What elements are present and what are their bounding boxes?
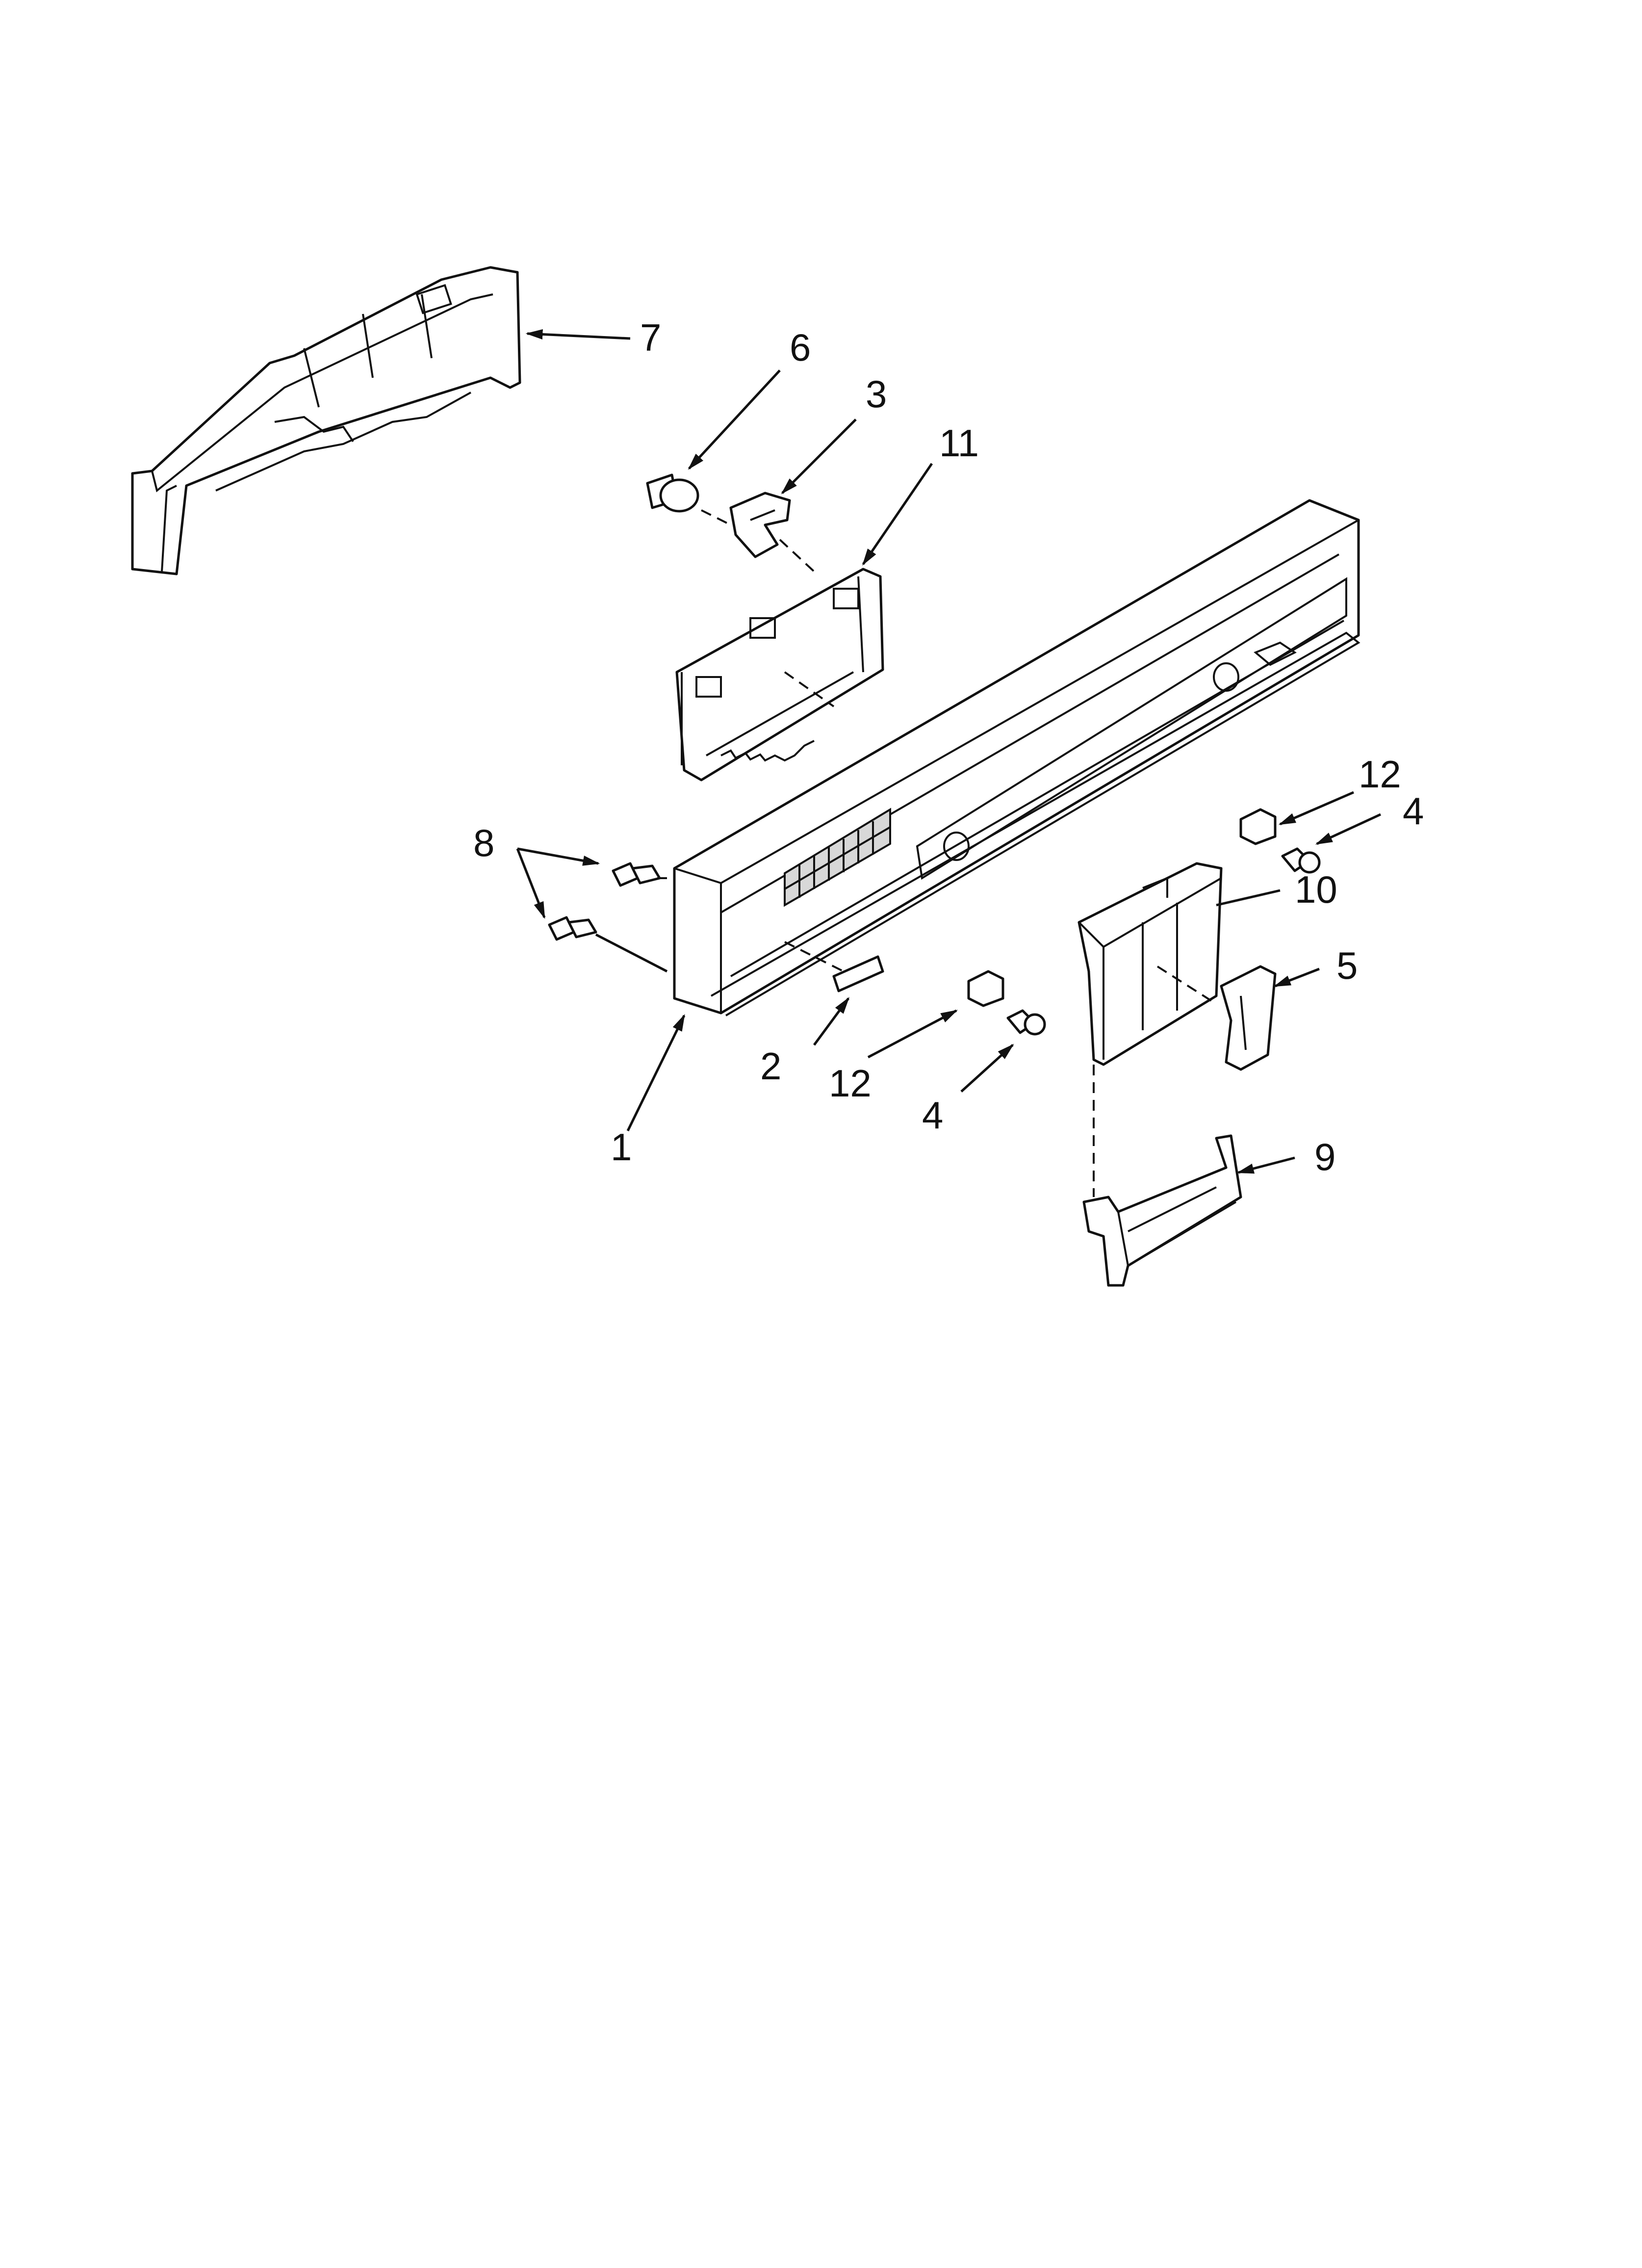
callout-labels: 7 6 3 11 8 1 2 12 4 12 4 10 5 9	[473, 316, 1424, 1178]
part-12-clip-center	[967, 970, 1004, 1007]
part-1-console-panel	[673, 499, 1360, 1017]
part-4-screw-right	[1281, 847, 1321, 874]
leader-arrows	[516, 329, 1382, 1174]
callout-5: 5	[1336, 944, 1358, 987]
callout-10: 10	[1295, 868, 1337, 911]
part-5-side-clip	[1220, 965, 1277, 1071]
callout-9: 9	[1314, 1135, 1335, 1178]
part-3-clip	[729, 492, 791, 558]
part-10-mounting-bracket	[1078, 862, 1223, 1066]
callout-6: 6	[790, 326, 811, 369]
callout-1: 1	[611, 1125, 632, 1169]
part-11-control-board	[675, 568, 884, 782]
callout-8: 8	[473, 821, 494, 864]
callout-2: 2	[760, 1044, 781, 1088]
callout-4-center: 4	[922, 1094, 943, 1137]
assembly-dashed-lines	[657, 509, 1212, 1197]
callout-3: 3	[866, 372, 887, 416]
part-4-screw-center	[1006, 1009, 1046, 1036]
part-9-lower-bracket	[1082, 1134, 1242, 1287]
callout-12-right: 12	[1359, 753, 1401, 796]
part-12-clip-right	[1239, 808, 1277, 845]
callout-11: 11	[939, 421, 979, 465]
callout-12-center: 12	[829, 1062, 872, 1105]
part-8-screw-upper	[612, 862, 661, 887]
keypad-grid	[784, 808, 891, 907]
part-2-button	[832, 955, 884, 992]
callout-4-right: 4	[1403, 789, 1424, 833]
callout-7: 7	[640, 316, 661, 359]
part-8-screw-lower	[548, 916, 597, 941]
part-6-thermal-fuse	[646, 473, 699, 513]
part-7-rear-bracket	[131, 266, 521, 575]
